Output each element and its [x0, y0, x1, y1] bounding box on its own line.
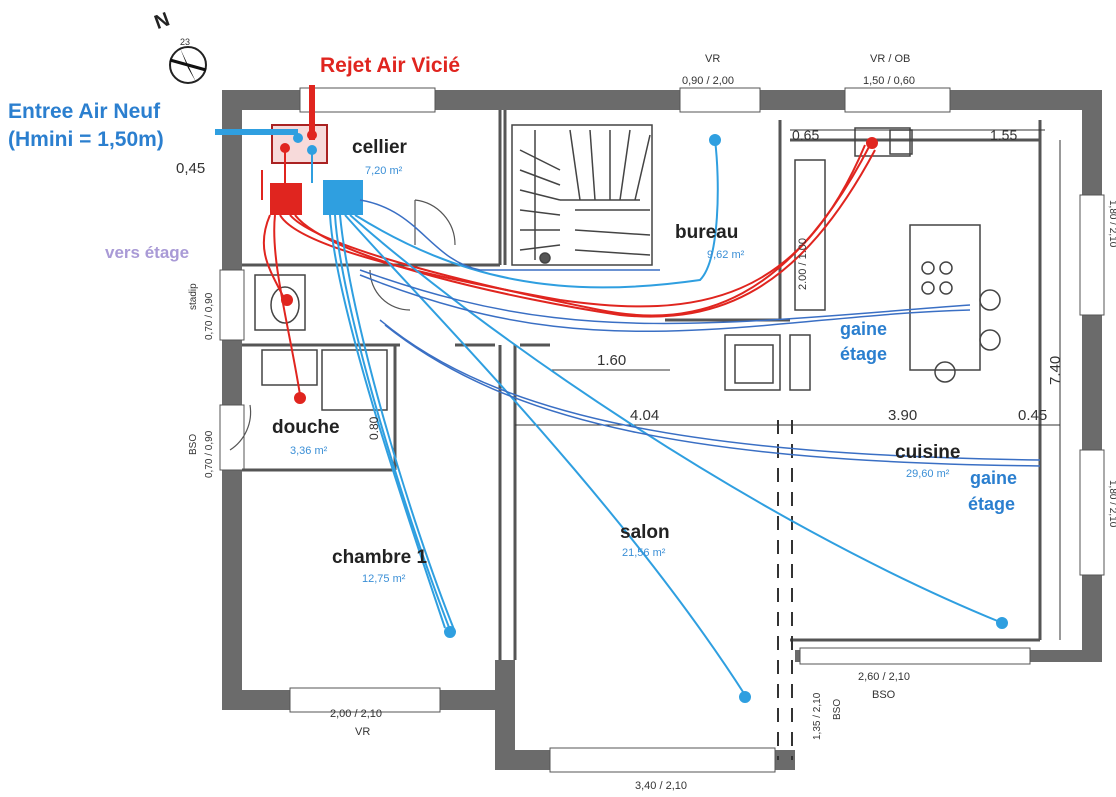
wall-openings	[219, 87, 1105, 773]
supply-ducts	[215, 129, 1008, 703]
dashed-beam	[777, 420, 793, 760]
room-chambre1-name: chambre 1	[332, 547, 427, 568]
room-salon-area: 21,56 m²	[622, 547, 666, 559]
upstairs-ducts	[359, 199, 1041, 467]
bottom-right-dim: 2,60 / 2,10	[858, 671, 910, 683]
vrob-top-dim: 1,50 / 0,60	[863, 75, 915, 87]
entree-label-1: Entree Air Neuf	[8, 100, 161, 123]
vers-etage-label: vers étage	[105, 243, 189, 262]
vmc-unit	[270, 124, 363, 215]
vr-top-dim: 0,90 / 2,00	[682, 75, 734, 87]
vrob-top-label: VR / OB	[870, 53, 910, 65]
rejet-label: Rejet Air Vicié	[320, 54, 460, 77]
bottom-right-bso: BSO	[872, 689, 896, 701]
dim-404: 4.04	[630, 407, 659, 424]
room-cellier-area: 7,20 m²	[365, 165, 403, 177]
bso-left-dim: 0,70 / 0,90	[204, 430, 215, 478]
room-cuisine-name: cuisine	[895, 442, 960, 463]
gaine-etage-1a: gaine	[840, 319, 887, 339]
dim-045-right: 0.45	[1018, 407, 1047, 424]
room-douche-name: douche	[272, 417, 340, 438]
vr-top-label: VR	[705, 53, 720, 65]
room-cuisine-area: 29,60 m²	[906, 468, 950, 480]
bottom-right-vbso: BSO	[832, 699, 843, 720]
room-salon-name: salon	[620, 522, 670, 543]
compass-number: 23	[180, 37, 190, 47]
room-cellier-name: cellier	[352, 137, 408, 158]
right-bottom-dim: 1,80 / 2,10	[1107, 480, 1116, 528]
dim-155: 1.55	[990, 127, 1017, 143]
bottom-mid-dim: 3,40 / 2,10	[635, 780, 687, 792]
bottom-left-vr: VR	[355, 726, 370, 738]
bottom-right-vdim: 1,35 / 2,10	[812, 692, 823, 740]
gaine-etage-2a: gaine	[970, 468, 1017, 488]
doors	[229, 199, 456, 451]
dim-160: 1.60	[597, 352, 626, 369]
kitchen-furniture	[724, 127, 1001, 391]
gaine-etage-1b: étage	[840, 344, 887, 364]
dim-200: 2.00 / 1.00	[797, 238, 809, 290]
room-bureau-area: 9,62 m²	[707, 249, 745, 261]
staircase	[511, 124, 653, 266]
interior-walls	[242, 110, 1042, 660]
bathroom-fixtures	[254, 274, 388, 411]
stadip-label: stadip	[188, 283, 199, 310]
right-top-dim: 1,80 / 2,10	[1107, 200, 1116, 248]
entree-label-2: (Hmini = 1,50m)	[8, 128, 164, 151]
dimension-lines	[515, 129, 1061, 640]
dim-080: 0.80	[367, 416, 381, 440]
dim-065: 0.65	[792, 127, 819, 143]
room-douche-area: 3,36 m²	[290, 445, 328, 457]
north-label: N	[152, 8, 173, 34]
north-compass-icon	[169, 46, 207, 84]
dim-045-left: 0,45	[176, 160, 205, 177]
dim-390: 3.90	[888, 407, 917, 424]
bottom-left-dim: 2,00 / 2,10	[330, 708, 382, 720]
room-bureau-name: bureau	[675, 222, 738, 243]
dim-740: 7.40	[1047, 356, 1064, 385]
bso-left-label: BSO	[188, 434, 199, 455]
gaine-etage-2b: étage	[968, 494, 1015, 514]
room-chambre1-area: 12,75 m²	[362, 573, 406, 585]
extract-ducts	[261, 85, 878, 404]
stadip-dim: 0,70 / 0,90	[204, 292, 215, 340]
